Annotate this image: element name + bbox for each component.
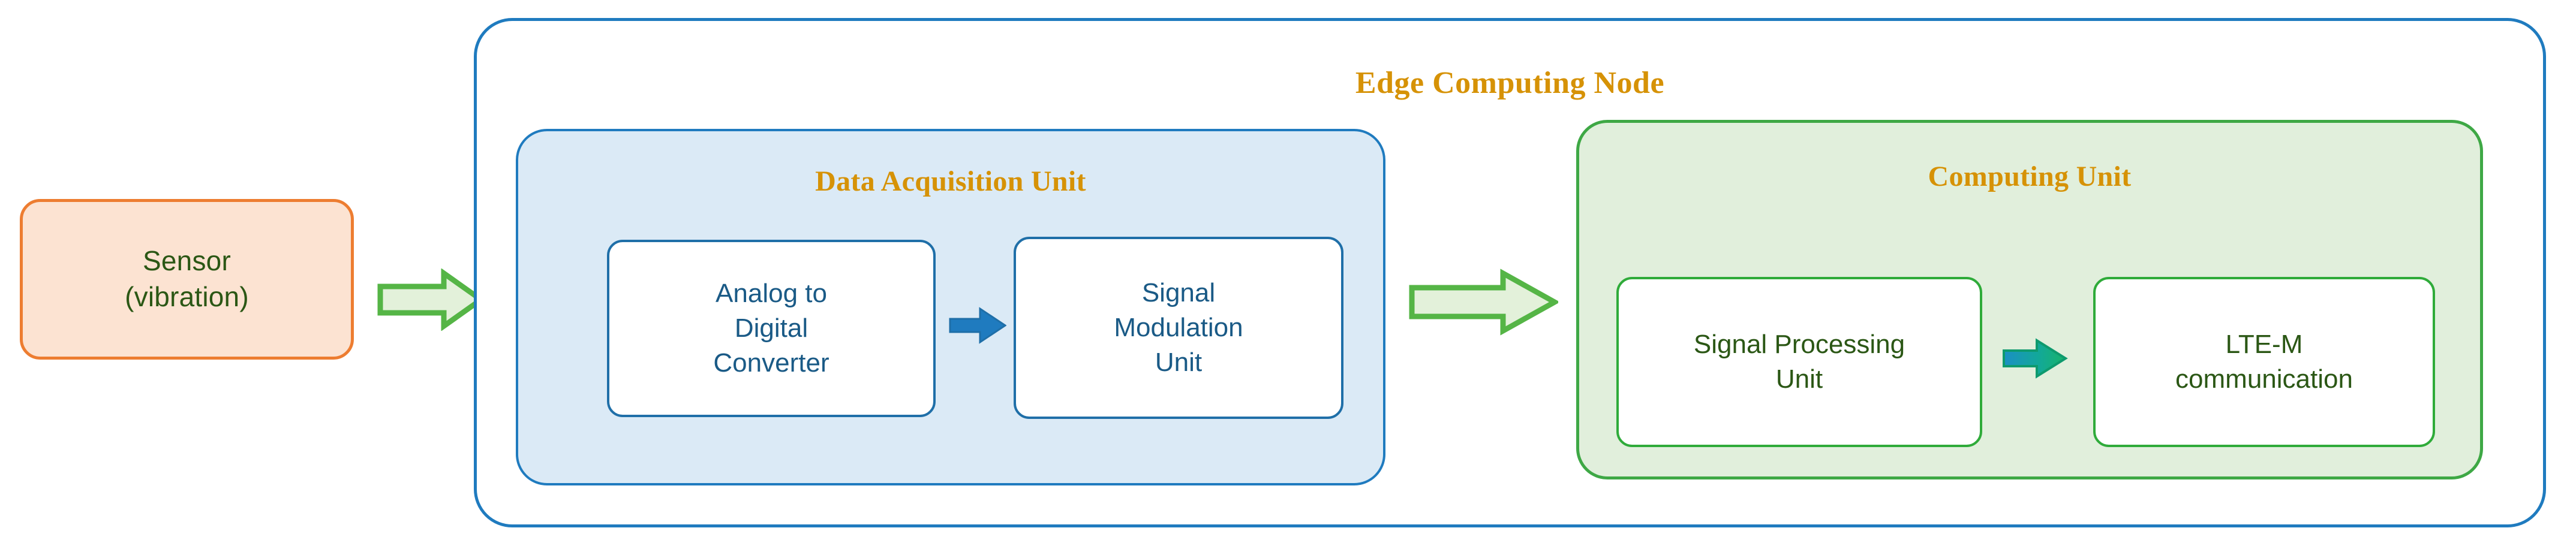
computing-unit-title: Computing Unit — [1928, 161, 2132, 192]
lte-m-communication-label: LTE-M communication — [2175, 327, 2353, 397]
spu-label-line2: Unit — [1775, 364, 1823, 394]
adc-label-line1: Analog to — [716, 278, 827, 308]
arrow-daq-to-computing-icon — [1409, 269, 1558, 336]
sensor-label-line2: (vibration) — [125, 281, 249, 312]
sensor-label-line1: Sensor — [143, 245, 231, 277]
analog-to-digital-converter-node[interactable]: Analog to Digital Converter — [607, 240, 936, 417]
spu-label-line1: Signal Processing — [1693, 329, 1905, 359]
analog-to-digital-converter-label: Analog to Digital Converter — [713, 276, 829, 381]
adc-label-line2: Digital — [734, 313, 808, 343]
lte-label-line2: communication — [2175, 364, 2353, 394]
adc-label-line3: Converter — [713, 348, 829, 378]
modulation-label-line1: Signal — [1141, 277, 1216, 307]
modulation-label-line3: Unit — [1155, 348, 1203, 378]
lte-label-line1: LTE-M — [2225, 329, 2303, 359]
edge-computing-node-title: Edge Computing Node — [1355, 66, 1665, 100]
signal-processing-unit-node[interactable]: Signal Processing Unit — [1616, 277, 1982, 447]
sensor-label: Sensor (vibration) — [125, 243, 249, 315]
signal-modulation-unit-label: Signal Modulation Unit — [1114, 276, 1243, 380]
data-acquisition-unit-title: Data Acquisition Unit — [815, 165, 1086, 197]
signal-modulation-unit-node[interactable]: Signal Modulation Unit — [1014, 237, 1343, 419]
sensor-node[interactable]: Sensor (vibration) — [20, 199, 354, 360]
lte-m-communication-node[interactable]: LTE-M communication — [2093, 277, 2435, 447]
signal-processing-unit-label: Signal Processing Unit — [1694, 327, 1905, 397]
arrow-spu-to-lte-icon — [2003, 338, 2068, 379]
modulation-label-line2: Modulation — [1114, 312, 1243, 342]
arrow-adc-to-modulation-icon — [949, 307, 1006, 344]
arrow-sensor-to-edge-icon — [377, 269, 485, 331]
